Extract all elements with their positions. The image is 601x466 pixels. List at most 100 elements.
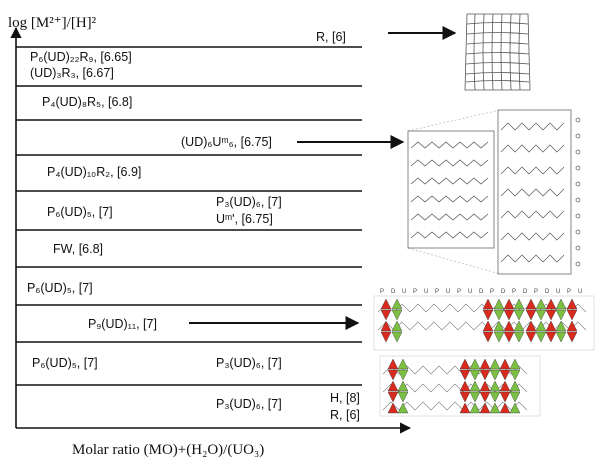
polyhedron <box>469 380 481 392</box>
structure-letter: D <box>523 289 528 295</box>
polyhedron <box>545 320 557 332</box>
field-label: P₄(UD)₈R₅, [6.8] <box>42 95 133 109</box>
field-label: P₆(UD)₅, [7] <box>32 356 98 370</box>
polyhedron <box>545 309 557 321</box>
field-label: P₆(UD)₂₂R₉, [6.65] <box>30 50 132 64</box>
polyhedron <box>489 369 501 381</box>
polyhedron <box>525 309 537 321</box>
polyhedron <box>489 402 501 414</box>
polyhedron <box>459 369 471 381</box>
polyhedron <box>479 391 491 403</box>
polyhedron <box>482 309 494 321</box>
structure-letter: P <box>512 289 516 295</box>
sheet-structure-images <box>407 109 581 275</box>
structure-letter: P <box>490 289 494 295</box>
field-label: P₄(UD)₁₀R₂, [6.9] <box>47 165 142 179</box>
polyhedron <box>493 331 505 343</box>
polyhedron <box>459 358 471 370</box>
structure-letter: U <box>556 289 560 295</box>
structure-letter: U <box>578 289 582 295</box>
polyhedron <box>525 298 537 310</box>
polyhedron <box>397 402 409 414</box>
field-label: P₆(UD)₅, [7] <box>27 281 93 295</box>
polyhedron <box>482 320 494 332</box>
field-label: FW, [6.8] <box>53 242 104 256</box>
polyhedron <box>566 320 578 332</box>
polyhedron <box>545 298 557 310</box>
polyhedron <box>503 309 515 321</box>
structure-letter: D <box>479 289 484 295</box>
polyhedron <box>397 358 409 370</box>
polyhedron <box>513 309 525 321</box>
polyhedron <box>566 309 578 321</box>
polyhedron <box>499 402 511 414</box>
polyhedron <box>489 391 501 403</box>
polyhedron <box>535 298 547 310</box>
polyhedron <box>479 358 491 370</box>
polyhedron <box>479 402 491 414</box>
field-label: R, [6] <box>316 30 346 44</box>
x-axis-title: Molar ratio (MO)+(H₂O)/(UO₃) <box>72 442 265 458</box>
polyhedron <box>387 369 399 381</box>
polyhedron <box>525 331 537 343</box>
field-label: (UD)₆Uᵐ₆, [6.75] <box>181 135 272 149</box>
polyhedron <box>566 331 578 343</box>
polyhedron <box>555 298 567 310</box>
polyhedron <box>493 309 505 321</box>
coloured-polyhedra <box>380 298 578 414</box>
polyhedron <box>555 320 567 332</box>
polyhedron <box>469 358 481 370</box>
field-boundaries <box>16 46 362 386</box>
field-label: (UD)₃R₃, [6.67] <box>30 66 114 80</box>
polyhedron <box>482 298 494 310</box>
polyhedron <box>535 331 547 343</box>
polyhedron <box>509 391 521 403</box>
structure-letter: D <box>545 289 550 295</box>
polyhedron <box>513 331 525 343</box>
polyhedron <box>566 298 578 310</box>
field-label: P₆(UD)₅, [7] <box>47 205 113 219</box>
polyhedron <box>380 320 392 332</box>
structure-letter: P <box>534 289 538 295</box>
polyhedron <box>545 331 557 343</box>
field-label: Uᵐ', [6.75] <box>216 212 273 226</box>
polyhedron <box>459 402 471 414</box>
field-label: R, [6] <box>330 408 360 422</box>
polyhedron <box>489 380 501 392</box>
polyhedron <box>482 331 494 343</box>
field-label: P₉(UD)₁₁, [7] <box>88 317 157 331</box>
polyhedron <box>555 331 567 343</box>
structure-letter: D <box>501 289 506 295</box>
polyhedron <box>479 369 491 381</box>
structure-letter: U <box>468 289 472 295</box>
polyhedron <box>387 402 399 414</box>
polyhedron <box>513 298 525 310</box>
structure-letter: P <box>457 289 461 295</box>
polyhedron <box>459 380 471 392</box>
polyhedron <box>503 331 515 343</box>
polyhedron <box>509 369 521 381</box>
polyhedron <box>513 320 525 332</box>
polyhedron <box>387 358 399 370</box>
polyhedron <box>503 320 515 332</box>
polyhedron <box>469 402 481 414</box>
structure-letter: P <box>380 289 384 295</box>
polyhedron <box>499 391 511 403</box>
chain-structure-images <box>373 295 595 417</box>
polyhedron <box>469 369 481 381</box>
polyhedron <box>499 380 511 392</box>
polyhedron <box>380 331 392 343</box>
polyhedron <box>525 320 537 332</box>
polyhedron <box>397 380 409 392</box>
structure-letter: U <box>402 289 406 295</box>
polyhedron <box>509 358 521 370</box>
polyhedron <box>503 298 515 310</box>
structure-letter: U <box>424 289 428 295</box>
polyhedron <box>555 309 567 321</box>
polyhedron <box>493 320 505 332</box>
polyhedron <box>387 380 399 392</box>
polyhedron <box>380 309 392 321</box>
structure-letter: U <box>446 289 450 295</box>
